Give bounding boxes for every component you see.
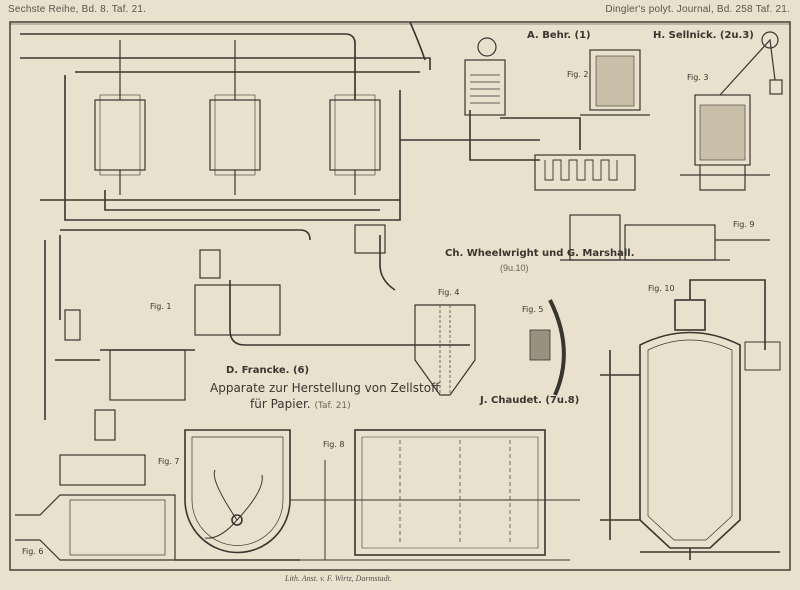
- fig7-drum: [175, 429, 300, 561]
- fig-label-4: Fig. 4: [438, 288, 460, 297]
- attribution-wheelwright: Ch. Wheelwright und G. Marshall.: [445, 248, 635, 259]
- fig-label-10: Fig. 10: [648, 284, 675, 293]
- fig4-vessel: [414, 304, 476, 396]
- fig-label-9: Fig. 9: [733, 220, 755, 229]
- plate-title-text: für Papier.: [250, 397, 311, 411]
- attribution-sellnick: H. Sellnick. (2u.3): [653, 30, 754, 41]
- fig6-apparatus: [15, 494, 176, 561]
- fig-label-6: Fig. 6: [22, 547, 44, 556]
- plate-title-line1: Apparate zur Herstellung von Zellstoff: [210, 381, 440, 395]
- fig8-tank: [290, 429, 580, 561]
- fig-label-5: Fig. 5: [522, 305, 544, 314]
- tank-k-and-coil-m: [464, 37, 636, 191]
- plate-title-ref: (Taf. 21): [314, 401, 351, 411]
- fig1-tanks: [59, 224, 386, 486]
- attribution-wheelwright-figs: (9u.10): [500, 263, 529, 273]
- fig-label-1: Fig. 1: [150, 302, 172, 311]
- fig9-apparatus: [560, 214, 770, 261]
- plate-title-line2: für Papier. (Taf. 21): [250, 397, 351, 411]
- fig-label-3: Fig. 3: [687, 73, 709, 82]
- fig-label-2: Fig. 2: [567, 70, 589, 79]
- header-left: Sechste Reihe, Bd. 8. Taf. 21.: [8, 4, 147, 15]
- attribution-chaudet: J. Chaudet. (7u.8): [480, 395, 580, 406]
- fig5-detail: [529, 299, 566, 396]
- attribution-behr: A. Behr. (1): [527, 30, 591, 41]
- fig3-apparatus: [680, 31, 783, 191]
- fig2-apparatus: [580, 49, 650, 116]
- lithographer-credit: Lith. Anst. v. F. Wirtz, Darmstadt.: [285, 574, 392, 583]
- attribution-francke: D. Francke. (6): [226, 365, 310, 376]
- digester-vessels: [94, 40, 381, 195]
- plate-frame: [9, 21, 791, 571]
- fig10-vessel: [600, 279, 781, 560]
- header-right: Dingler's polyt. Journal, Bd. 258 Taf. 2…: [605, 4, 790, 15]
- fig-label-8: Fig. 8: [323, 440, 345, 449]
- fig-label-7: Fig. 7: [158, 457, 180, 466]
